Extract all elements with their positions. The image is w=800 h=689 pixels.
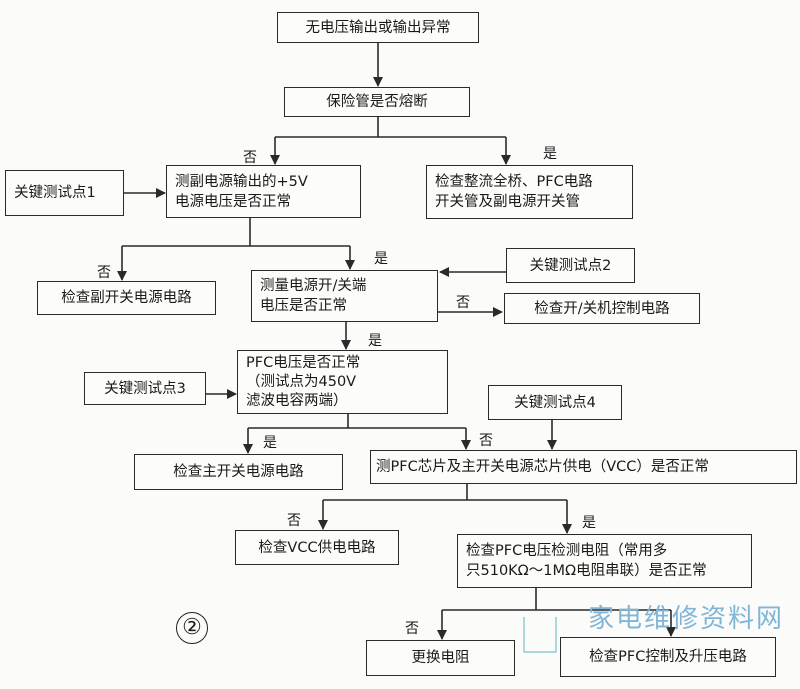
label-no: 否 [97,265,111,281]
node-text: 只510KΩ～1MΩ电阻串联）是否正常 [466,563,707,579]
label-no: 否 [287,513,301,529]
node-text: 测副电源输出的+5V [175,173,308,190]
node-onoff-check: 测量电源开/关端 电压是否正常 [251,270,438,322]
figure-number: ② [176,612,208,644]
node-fuse-check: 保险管是否熔断 [284,87,470,117]
node-sub-5v-check: 测副电源输出的+5V 电源电压是否正常 [166,165,361,218]
node-text: 检查开/关机控制电路 [534,300,670,317]
node-check-pfc-control: 检查PFC控制及升压电路 [560,637,776,677]
node-pfc-voltage-check: PFC电压是否正常 （测试点为450V 滤波电容两端） [237,350,448,414]
label-yes: 是 [368,333,382,349]
watermark-logo: 家电维修资料网 [588,604,785,634]
label-no: 否 [456,295,470,311]
node-text: 电源电压是否正常 [175,193,291,210]
node-test-point-2: 关键测试点2 [506,248,635,283]
node-check-bridge: 检查整流全桥、PFC电路 开关管及副电源开关管 [426,165,633,219]
node-text: 检查VCC供电电路 [258,539,376,556]
node-text: 开关管及副电源开关管 [435,194,580,210]
node-check-vcc-supply: 检查VCC供电电路 [235,530,399,565]
node-text: 无电压输出或输出异常 [305,19,451,36]
node-text: 更换电阻 [411,650,470,666]
node-text: 检查副开关电源电路 [61,290,192,306]
node-check-main-supply: 检查主开关电源电路 [134,454,343,490]
node-text: 滤波电容两端） [246,392,348,409]
node-check-onoff-control: 检查开/关机控制电路 [504,293,700,324]
node-text: 关键测试点3 [104,380,186,397]
node-test-point-1: 关键测试点1 [5,170,124,216]
node-text: 关键测试点4 [514,394,596,411]
node-text: 关键测试点1 [14,185,96,201]
label-yes: 是 [543,146,557,162]
node-text: 测PFC芯片及主开关电源芯片供电（VCC）是否正常 [376,459,709,475]
label-no: 否 [479,433,493,449]
node-text: （测试点为450V [246,373,357,390]
node-text: 保险管是否熔断 [326,94,428,110]
label-no: 否 [405,621,419,637]
node-text: 检查PFC控制及升压电路 [589,649,747,665]
node-start: 无电压输出或输出异常 [277,12,479,43]
node-replace-resistor: 更换电阻 [366,640,515,676]
node-text: PFC电压是否正常 [246,354,361,371]
node-vcc-check: 测PFC芯片及主开关电源芯片供电（VCC）是否正常 [370,450,797,484]
node-check-detect-resistor: 检查PFC电压检测电阻（常用多 只510KΩ～1MΩ电阻串联）是否正常 [457,534,752,588]
node-test-point-3: 关键测试点3 [84,372,206,405]
node-text: 检查PFC电压检测电阻（常用多 [466,543,668,559]
label-no: 否 [243,150,257,166]
node-text: 测量电源开/关端 [260,278,367,294]
node-text: 检查主开关电源电路 [173,464,304,480]
node-text: 检查整流全桥、PFC电路 [435,174,593,190]
node-check-sub-supply: 检查副开关电源电路 [37,281,216,315]
node-text: 电压是否正常 [260,298,347,314]
label-yes: 是 [582,515,596,531]
watermark-book-icon [523,617,557,653]
label-yes: 是 [374,251,388,267]
node-test-point-4: 关键测试点4 [488,385,622,420]
node-text: 关键测试点2 [529,257,612,274]
label-yes: 是 [263,435,277,451]
